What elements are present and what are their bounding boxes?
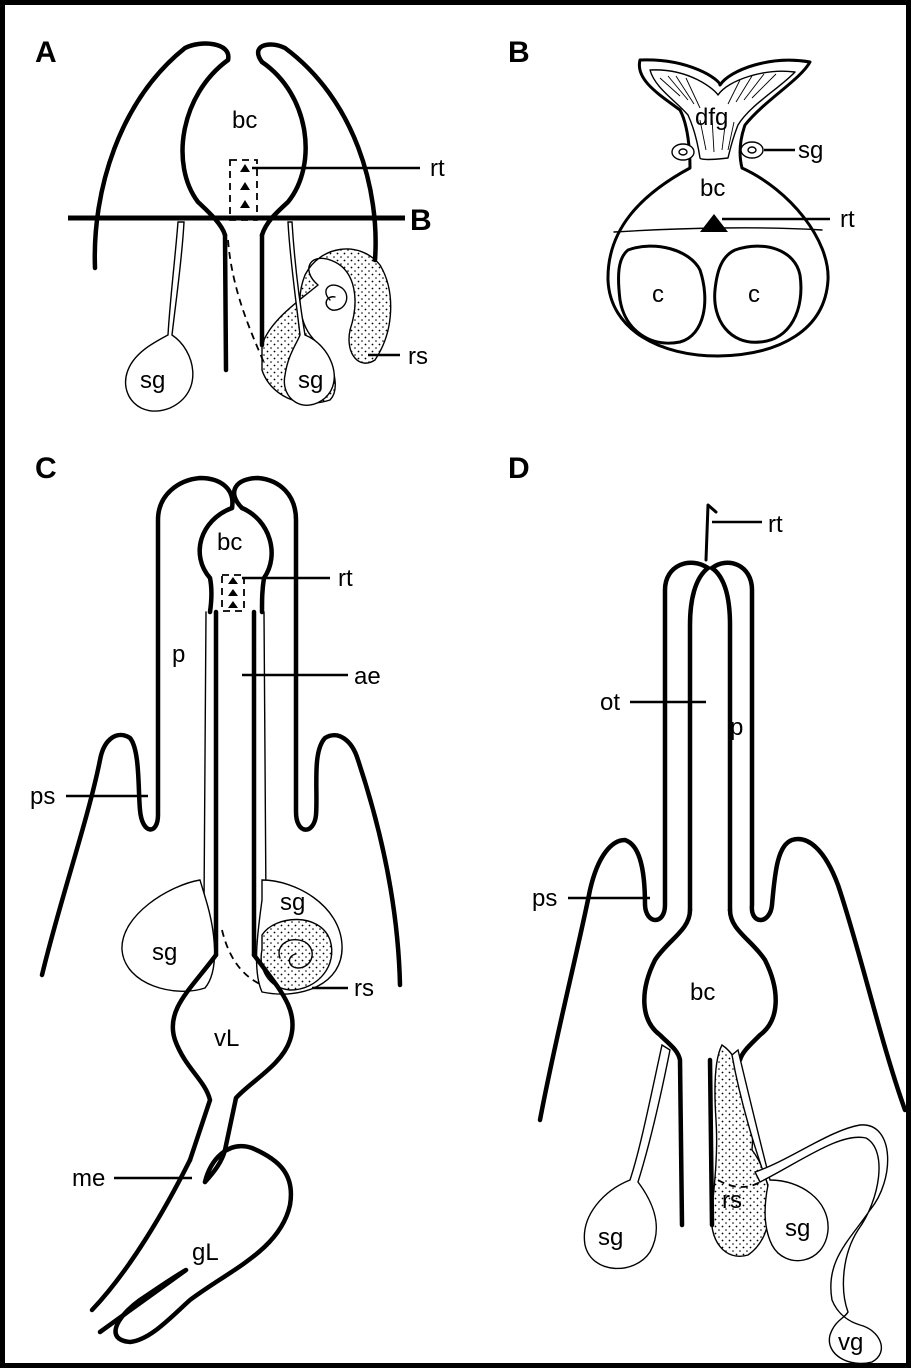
panel-a-label-rt: rt bbox=[430, 155, 445, 182]
panel-d-label-rt: rt bbox=[768, 511, 783, 538]
panel-a-rt-teeth bbox=[240, 164, 250, 208]
panel-b-sg-left-duct bbox=[672, 144, 694, 160]
panel-a-dashed-duct bbox=[228, 240, 265, 365]
panel-a-bulb-right-wall bbox=[262, 62, 306, 235]
panel-b-label-sg: sg bbox=[798, 137, 823, 164]
panel-a-outer-sheath-right bbox=[258, 44, 376, 260]
panel-d-bc-left bbox=[644, 910, 690, 1225]
panel-c-letter: C bbox=[35, 452, 57, 485]
panel-c-label-sg-right: sg bbox=[280, 889, 305, 916]
panel-b-label-dfg: dfg bbox=[695, 104, 728, 131]
panel-c-label-ae: ae bbox=[354, 663, 381, 690]
panel-c-label-bc: bc bbox=[217, 529, 242, 556]
panel-c-label-rt: rt bbox=[338, 565, 353, 592]
panel-a-label-sg-right: sg bbox=[298, 367, 323, 394]
panel-c-label-sg-left: sg bbox=[152, 939, 177, 966]
panel-c-label-p: p bbox=[172, 641, 185, 668]
panel-c-gl-inner bbox=[100, 1270, 186, 1332]
panel-d-ot-left bbox=[690, 568, 708, 910]
panel-d-rt-tip bbox=[706, 505, 716, 560]
panel-b-sg-right-duct bbox=[741, 142, 763, 158]
panel-b-label-bc: bc bbox=[700, 175, 725, 202]
panel-c-label-rs: rs bbox=[354, 975, 374, 1002]
panel-d-label-rs: rs bbox=[722, 1187, 742, 1214]
panel-b-label-c-right: c bbox=[748, 281, 760, 308]
panel-b-label-rt: rt bbox=[840, 206, 855, 233]
panel-d-letter: D bbox=[508, 452, 530, 485]
panel-d-label-p: p bbox=[730, 714, 743, 741]
panel-d-label-vg: vg bbox=[838, 1329, 863, 1356]
panel-d-central-duct bbox=[710, 1060, 712, 1225]
panel-c-rt-teeth bbox=[228, 577, 238, 608]
panel-d-label-ot: ot bbox=[600, 689, 620, 716]
panel-d-outer-sheath-left bbox=[540, 563, 708, 1120]
panel-c-sg-ducts bbox=[204, 612, 266, 905]
panel-a-letter: A bbox=[35, 36, 57, 69]
panel-d-label-bc: bc bbox=[690, 979, 715, 1006]
panel-a-rs-spiral-core bbox=[326, 285, 347, 310]
panel-d-label-ps: ps bbox=[532, 885, 557, 912]
panel-a-duct-left bbox=[225, 235, 226, 370]
panel-d-outer-sheath-right bbox=[712, 563, 905, 1110]
panel-c-bulb-right bbox=[242, 508, 272, 612]
panel-b-rt-tooth bbox=[700, 214, 728, 232]
panel-d-ot-right bbox=[712, 568, 730, 910]
panel-d-label-sg-right: sg bbox=[785, 1215, 810, 1242]
panel-d-label-sg-left: sg bbox=[598, 1224, 623, 1251]
panel-c-label-vl: vL bbox=[214, 1025, 239, 1052]
panel-a-bulb-left-wall bbox=[183, 60, 228, 235]
panel-c-me-duct-left bbox=[92, 1160, 190, 1310]
panel-c-label-me: me bbox=[72, 1165, 105, 1192]
panel-d: D rt ot p ps bc rs sg sg vg bbox=[508, 452, 905, 1363]
panel-a-label-b: B bbox=[410, 204, 432, 237]
anatomy-diagram: A bc rt B sg sg rs B bbox=[5, 5, 906, 1363]
panel-a: A bc rt B sg sg rs bbox=[35, 36, 445, 411]
panel-b: B dfg sg bc rt c c bbox=[508, 36, 855, 356]
panel-a-label-sg-left: sg bbox=[140, 367, 165, 394]
panel-c-bulb-left bbox=[200, 508, 232, 612]
panel-a-label-rs: rs bbox=[408, 343, 428, 370]
panel-a-label-bc: bc bbox=[232, 107, 257, 134]
panel-c-label-ps: ps bbox=[30, 783, 55, 810]
panel-c-label-gl: gL bbox=[192, 1239, 219, 1266]
panel-c-gl-neck bbox=[205, 1150, 225, 1182]
panel-d-bc-right bbox=[730, 910, 776, 1060]
panel-c: C bc rt p ae ps sg bbox=[30, 452, 400, 1342]
panel-b-letter: B bbox=[508, 36, 530, 69]
panel-b-label-c-left: c bbox=[652, 281, 664, 308]
